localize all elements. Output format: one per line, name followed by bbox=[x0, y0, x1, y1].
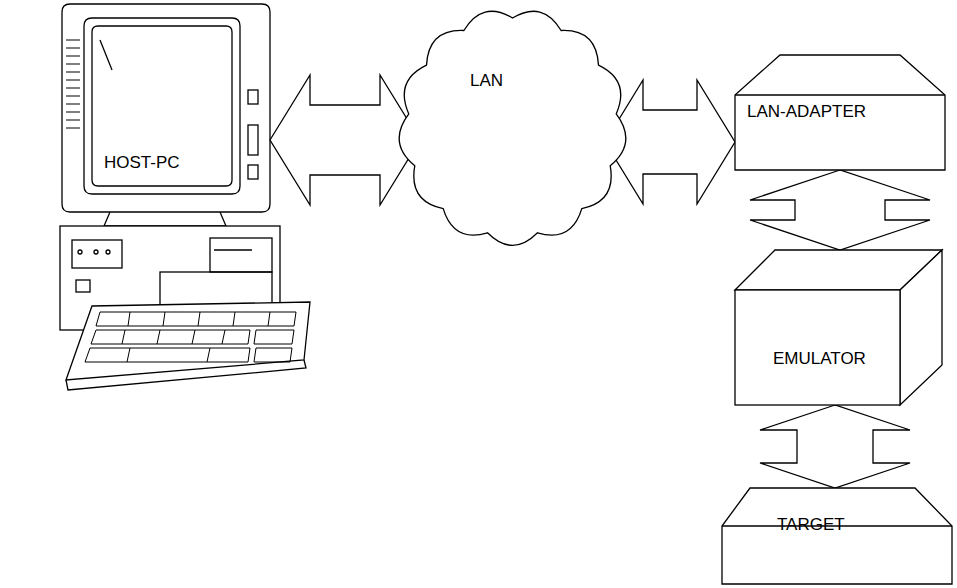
node-label: TARGET bbox=[777, 516, 845, 535]
network-cloud: LAN bbox=[420, 22, 605, 232]
computer-monitor: HOST-PC bbox=[62, 4, 270, 212]
double-block-arrow bbox=[270, 75, 420, 205]
double-block-arrow bbox=[750, 170, 930, 250]
target-box: TARGET bbox=[722, 488, 952, 584]
target-box-outline bbox=[722, 488, 952, 584]
node-label: EMULATOR bbox=[773, 350, 866, 369]
emulator-box-outline bbox=[735, 250, 942, 405]
node-label: LAN-ADAPTER bbox=[747, 103, 866, 122]
emulator-box: EMULATOR bbox=[735, 250, 942, 405]
network-cloud-outline bbox=[420, 22, 605, 232]
node-label: LAN bbox=[470, 72, 503, 91]
node-label: HOST-PC bbox=[104, 154, 180, 173]
adapter-box: LAN-ADAPTER bbox=[735, 55, 945, 170]
double-block-arrow bbox=[760, 405, 910, 488]
